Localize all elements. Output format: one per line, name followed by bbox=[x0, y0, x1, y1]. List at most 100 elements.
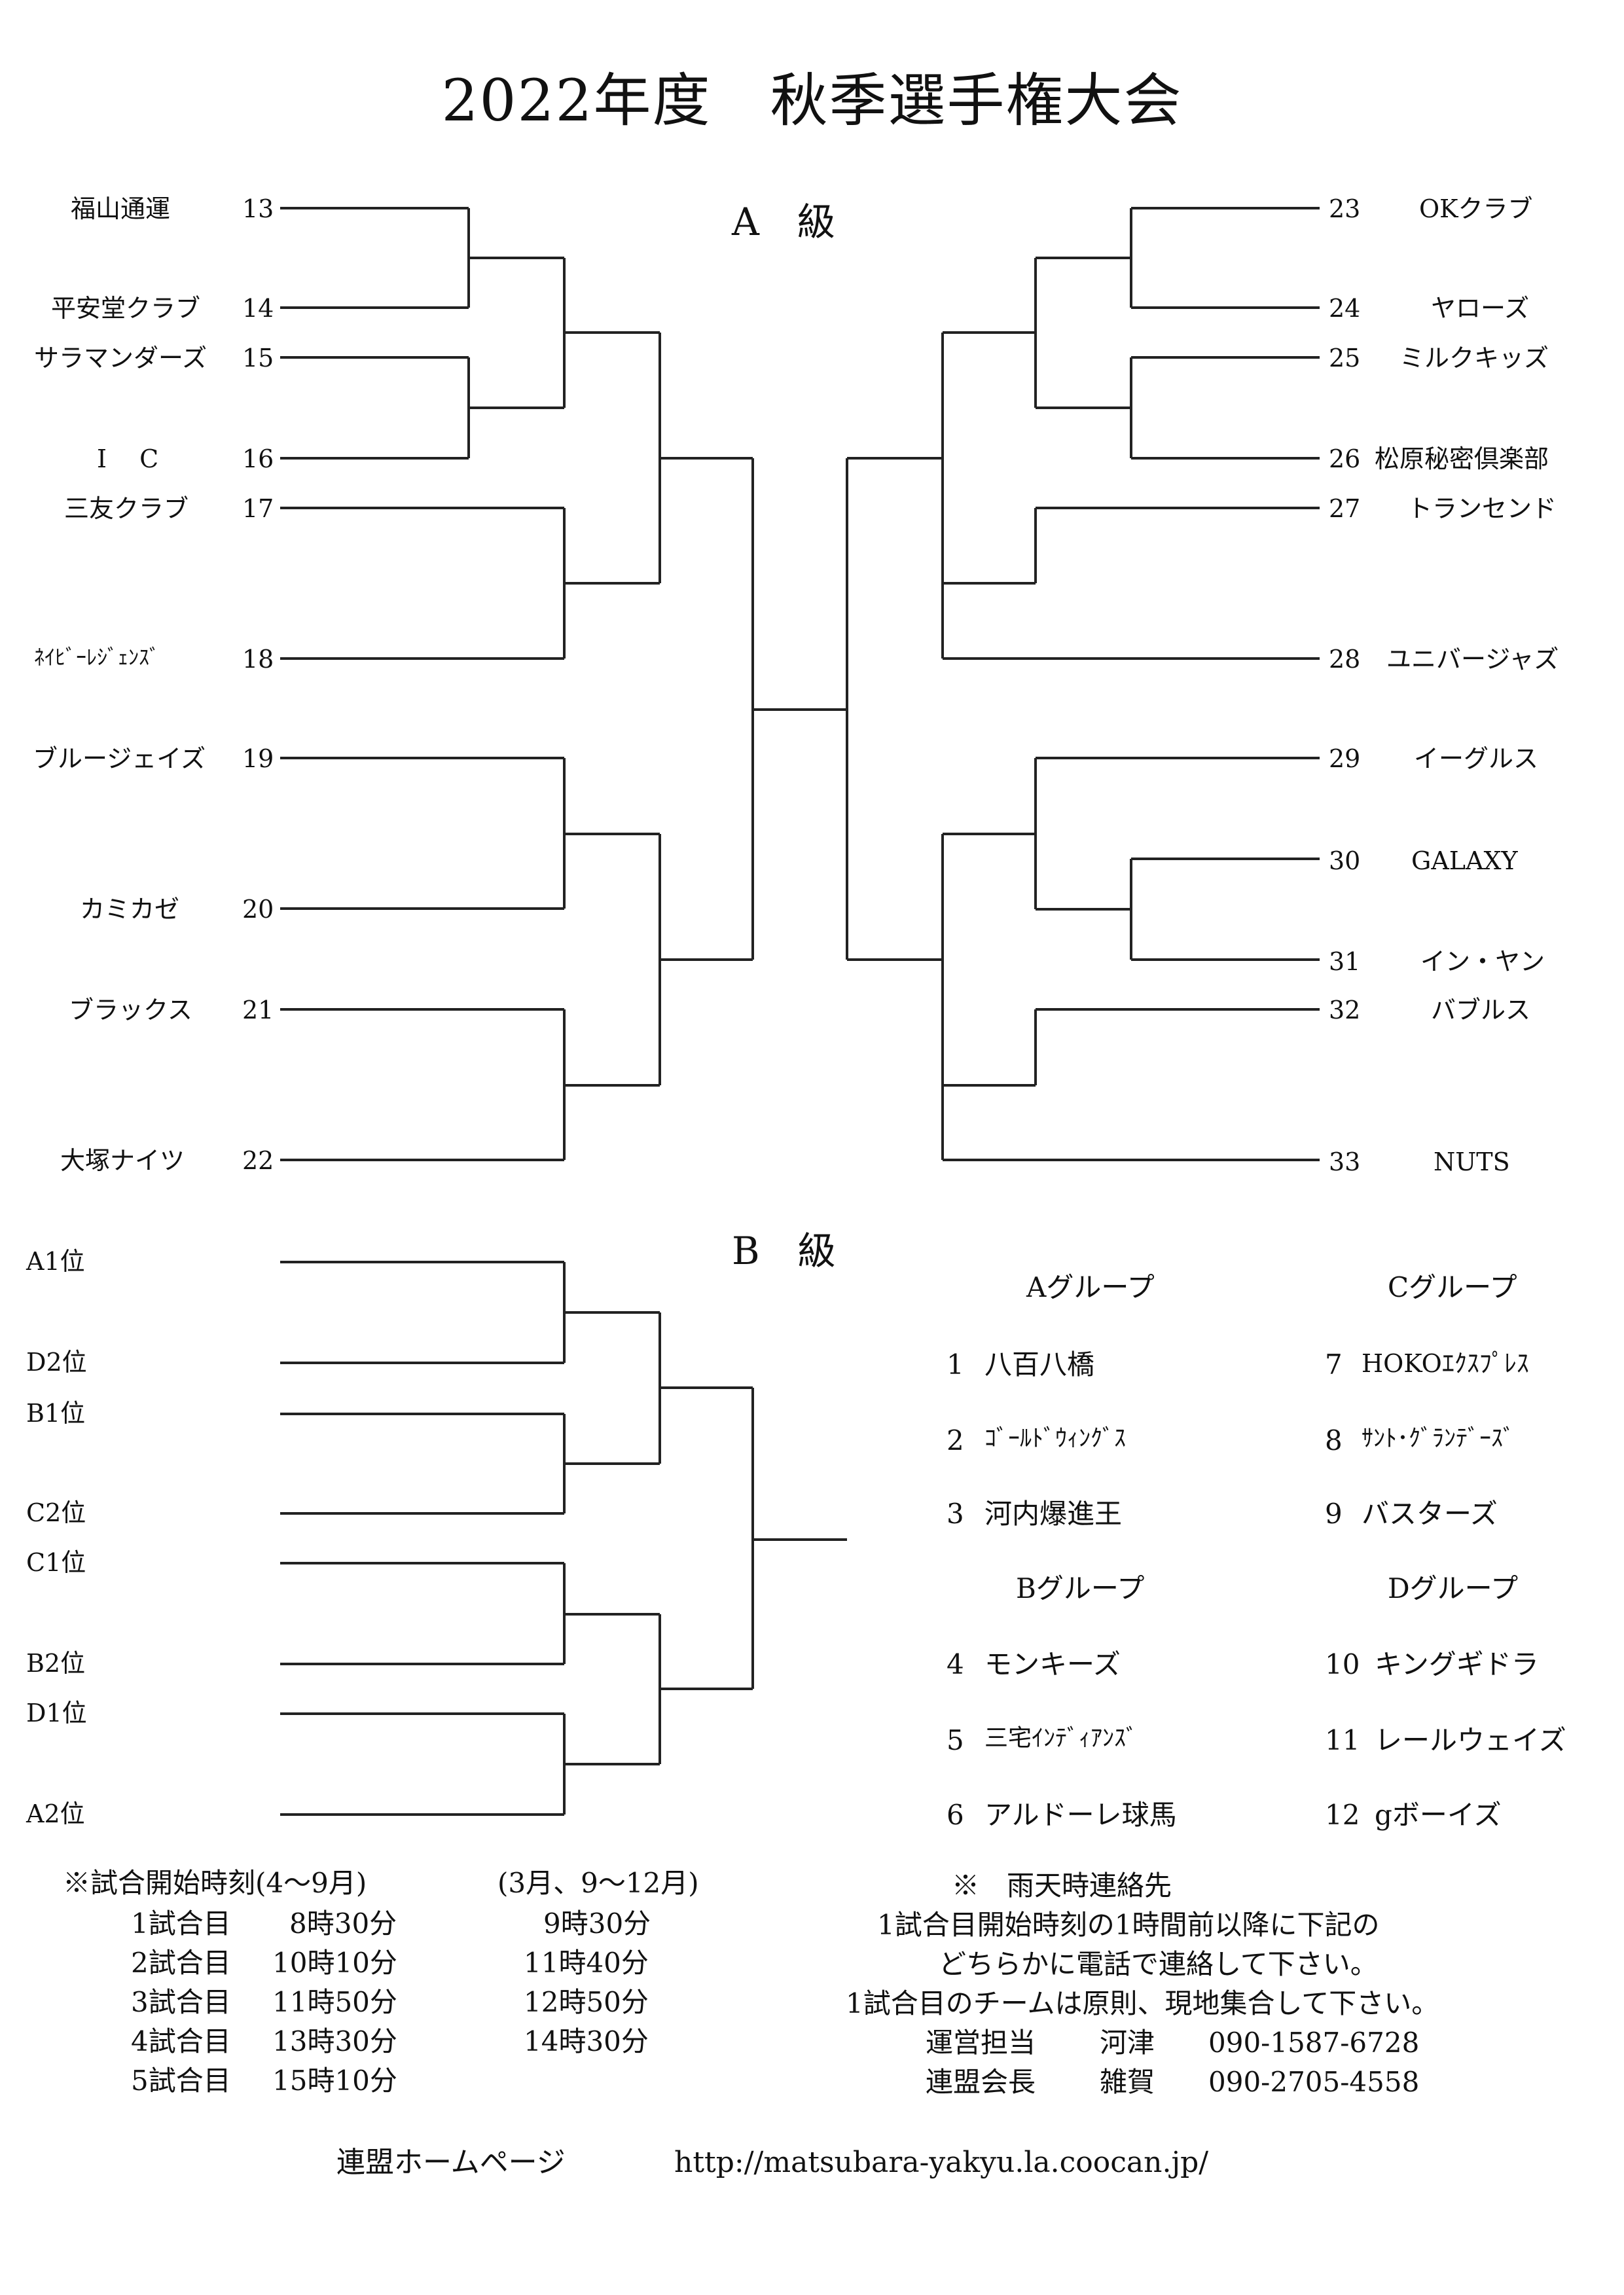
team-seed: 28 bbox=[1329, 645, 1361, 674]
schedule-time-alt: 14時30分 bbox=[524, 2025, 649, 2057]
team-name: イン・ヤン bbox=[1420, 947, 1545, 976]
team-name: ブルージェイズ bbox=[33, 744, 206, 773]
b-slot-label: C1位 bbox=[26, 1548, 86, 1577]
team-name: 三友クラブ bbox=[64, 494, 189, 523]
team-seed: 29 bbox=[1329, 744, 1361, 773]
schedule-game: 3試合目 bbox=[131, 1986, 231, 2018]
team-seed: 13 bbox=[242, 194, 274, 223]
team-seed: 19 bbox=[242, 744, 274, 773]
schedule-time: 15時10分 bbox=[272, 2065, 397, 2097]
contact-name: 雑賀 bbox=[1100, 2066, 1155, 2098]
team-name: バブルス bbox=[1431, 996, 1531, 1024]
group-team-no: 6 bbox=[947, 1799, 964, 1831]
group-header: Dグループ bbox=[1388, 1572, 1519, 1604]
schedule-header-alt: (3月、9～12月) bbox=[497, 1867, 699, 1899]
team-name: 福山通運 bbox=[71, 194, 171, 223]
group-header: Bグループ bbox=[1016, 1572, 1145, 1604]
contact-role: 連盟会長 bbox=[926, 2066, 1036, 2098]
schedule-game: 5試合目 bbox=[131, 2065, 231, 2097]
group-team-name: 河内爆進王 bbox=[984, 1498, 1123, 1530]
team-name: トランセンド bbox=[1407, 494, 1557, 523]
b-slot-label: D2位 bbox=[26, 1348, 87, 1377]
group-team-name: ｺﾞｰﾙﾄﾞｳｨﾝｸﾞｽ bbox=[984, 1425, 1126, 1452]
b-slot-label: A1位 bbox=[26, 1247, 85, 1276]
team-seed: 33 bbox=[1329, 1148, 1361, 1176]
contact-name: 河津 bbox=[1100, 2027, 1155, 2059]
group-team-name: バスターズ bbox=[1362, 1498, 1498, 1530]
team-seed: 16 bbox=[242, 444, 274, 473]
team-name: 平安堂クラブ bbox=[51, 294, 201, 323]
schedule-time: 13時30分 bbox=[272, 2025, 397, 2057]
homepage-url[interactable]: http://matsubara-yakyu.la.coocan.jp/ bbox=[674, 2146, 1209, 2179]
group-header: Aグループ bbox=[1026, 1271, 1155, 1303]
group-team-no: 5 bbox=[947, 1724, 964, 1756]
team-name: ユニバージャズ bbox=[1386, 645, 1559, 674]
contact-phone: 090-2705-4558 bbox=[1208, 2066, 1420, 2098]
team-name: 大塚ナイツ bbox=[60, 1146, 185, 1175]
group-team-name: アルドーレ球馬 bbox=[984, 1799, 1177, 1831]
team-seed: 30 bbox=[1329, 846, 1361, 875]
homepage-label: 連盟ホームページ bbox=[336, 2146, 566, 2179]
team-seed: 27 bbox=[1329, 494, 1361, 523]
contact-phone: 090-1587-6728 bbox=[1208, 2027, 1420, 2059]
team-name: イーグルス bbox=[1414, 744, 1539, 773]
group-team-no: 10 bbox=[1325, 1648, 1360, 1680]
team-seed: 20 bbox=[242, 895, 274, 924]
team-seed: 25 bbox=[1329, 344, 1361, 372]
group-team-no: 12 bbox=[1325, 1799, 1360, 1831]
b-slot-label: B2位 bbox=[26, 1649, 86, 1678]
schedule-time: 11時50分 bbox=[272, 1986, 397, 2018]
b-slot-label: C2位 bbox=[26, 1498, 86, 1527]
group-team-no: 7 bbox=[1325, 1348, 1343, 1381]
team-name: ﾈｲﾋﾞｰﾚｼﾞｪﾝｽﾞ bbox=[34, 645, 160, 670]
group-team-name: 三宅ｲﾝﾃﾞｨｱﾝｽﾞ bbox=[984, 1725, 1138, 1752]
group-team-no: 1 bbox=[947, 1348, 964, 1381]
schedule-time-alt: 12時50分 bbox=[524, 1986, 649, 2018]
group-team-no: 4 bbox=[947, 1648, 964, 1680]
team-name: サラマンダーズ bbox=[34, 344, 208, 372]
team-seed: 24 bbox=[1329, 294, 1361, 323]
team-seed: 15 bbox=[242, 344, 274, 372]
team-seed: 26 bbox=[1329, 444, 1361, 473]
team-seed: 17 bbox=[242, 494, 274, 523]
schedule-time: 8時30分 bbox=[289, 1907, 397, 1940]
team-seed: 32 bbox=[1329, 996, 1361, 1024]
group-team-name: ｻﾝﾄ･ｸﾞﾗﾝﾃﾞｰｽﾞ bbox=[1362, 1425, 1515, 1452]
group-team-name: gボーイズ bbox=[1375, 1799, 1502, 1831]
rain-header: ※ 雨天時連絡先 bbox=[952, 1870, 1172, 1902]
rain-note: どちらかに電話で連絡して下さい。 bbox=[939, 1948, 1378, 1980]
team-name: ヤローズ bbox=[1431, 294, 1530, 323]
b-class-label: B 級 bbox=[732, 1229, 836, 1273]
schedule-time-alt: 9時30分 bbox=[543, 1907, 651, 1940]
group-team-no: 3 bbox=[947, 1498, 964, 1530]
page-title: 2022年度 秋季選手権大会 bbox=[441, 67, 1183, 134]
team-name: カミカゼ bbox=[80, 895, 180, 924]
schedule-game: 4試合目 bbox=[131, 2025, 231, 2057]
group-team-name: 八百八橋 bbox=[984, 1348, 1095, 1381]
schedule-time: 10時10分 bbox=[272, 1947, 397, 1979]
b-slot-label: A2位 bbox=[26, 1799, 85, 1828]
rain-note: 1試合目開始時刻の1時間前以降に下記の bbox=[877, 1909, 1380, 1941]
schedule-time-alt: 11時40分 bbox=[524, 1947, 649, 1979]
schedule-header: ※試合開始時刻(4～9月) bbox=[63, 1867, 367, 1899]
group-team-no: 2 bbox=[947, 1424, 964, 1456]
team-name: ミルクキッズ bbox=[1399, 344, 1549, 372]
schedule-game: 2試合目 bbox=[131, 1947, 231, 1979]
b-slot-label: B1位 bbox=[26, 1399, 86, 1428]
team-name: OKクラブ bbox=[1419, 194, 1533, 223]
team-name: ブラックス bbox=[69, 996, 192, 1024]
group-team-name: レールウェイズ bbox=[1375, 1724, 1566, 1756]
b-slot-label: D1位 bbox=[26, 1699, 87, 1727]
team-seed: 22 bbox=[242, 1146, 274, 1175]
team-seed: 14 bbox=[242, 294, 274, 323]
team-seed: 18 bbox=[242, 645, 274, 674]
group-team-no: 8 bbox=[1325, 1424, 1343, 1456]
team-seed: 31 bbox=[1329, 947, 1361, 976]
team-seed: 21 bbox=[242, 996, 274, 1024]
group-team-name: モンキーズ bbox=[984, 1648, 1121, 1680]
group-team-name: HOKOｴｸｽﾌﾟﾚｽ bbox=[1362, 1349, 1529, 1378]
a-class-label: A 級 bbox=[732, 200, 835, 244]
team-name: GALAXY bbox=[1411, 846, 1518, 875]
group-team-no: 11 bbox=[1325, 1724, 1360, 1756]
